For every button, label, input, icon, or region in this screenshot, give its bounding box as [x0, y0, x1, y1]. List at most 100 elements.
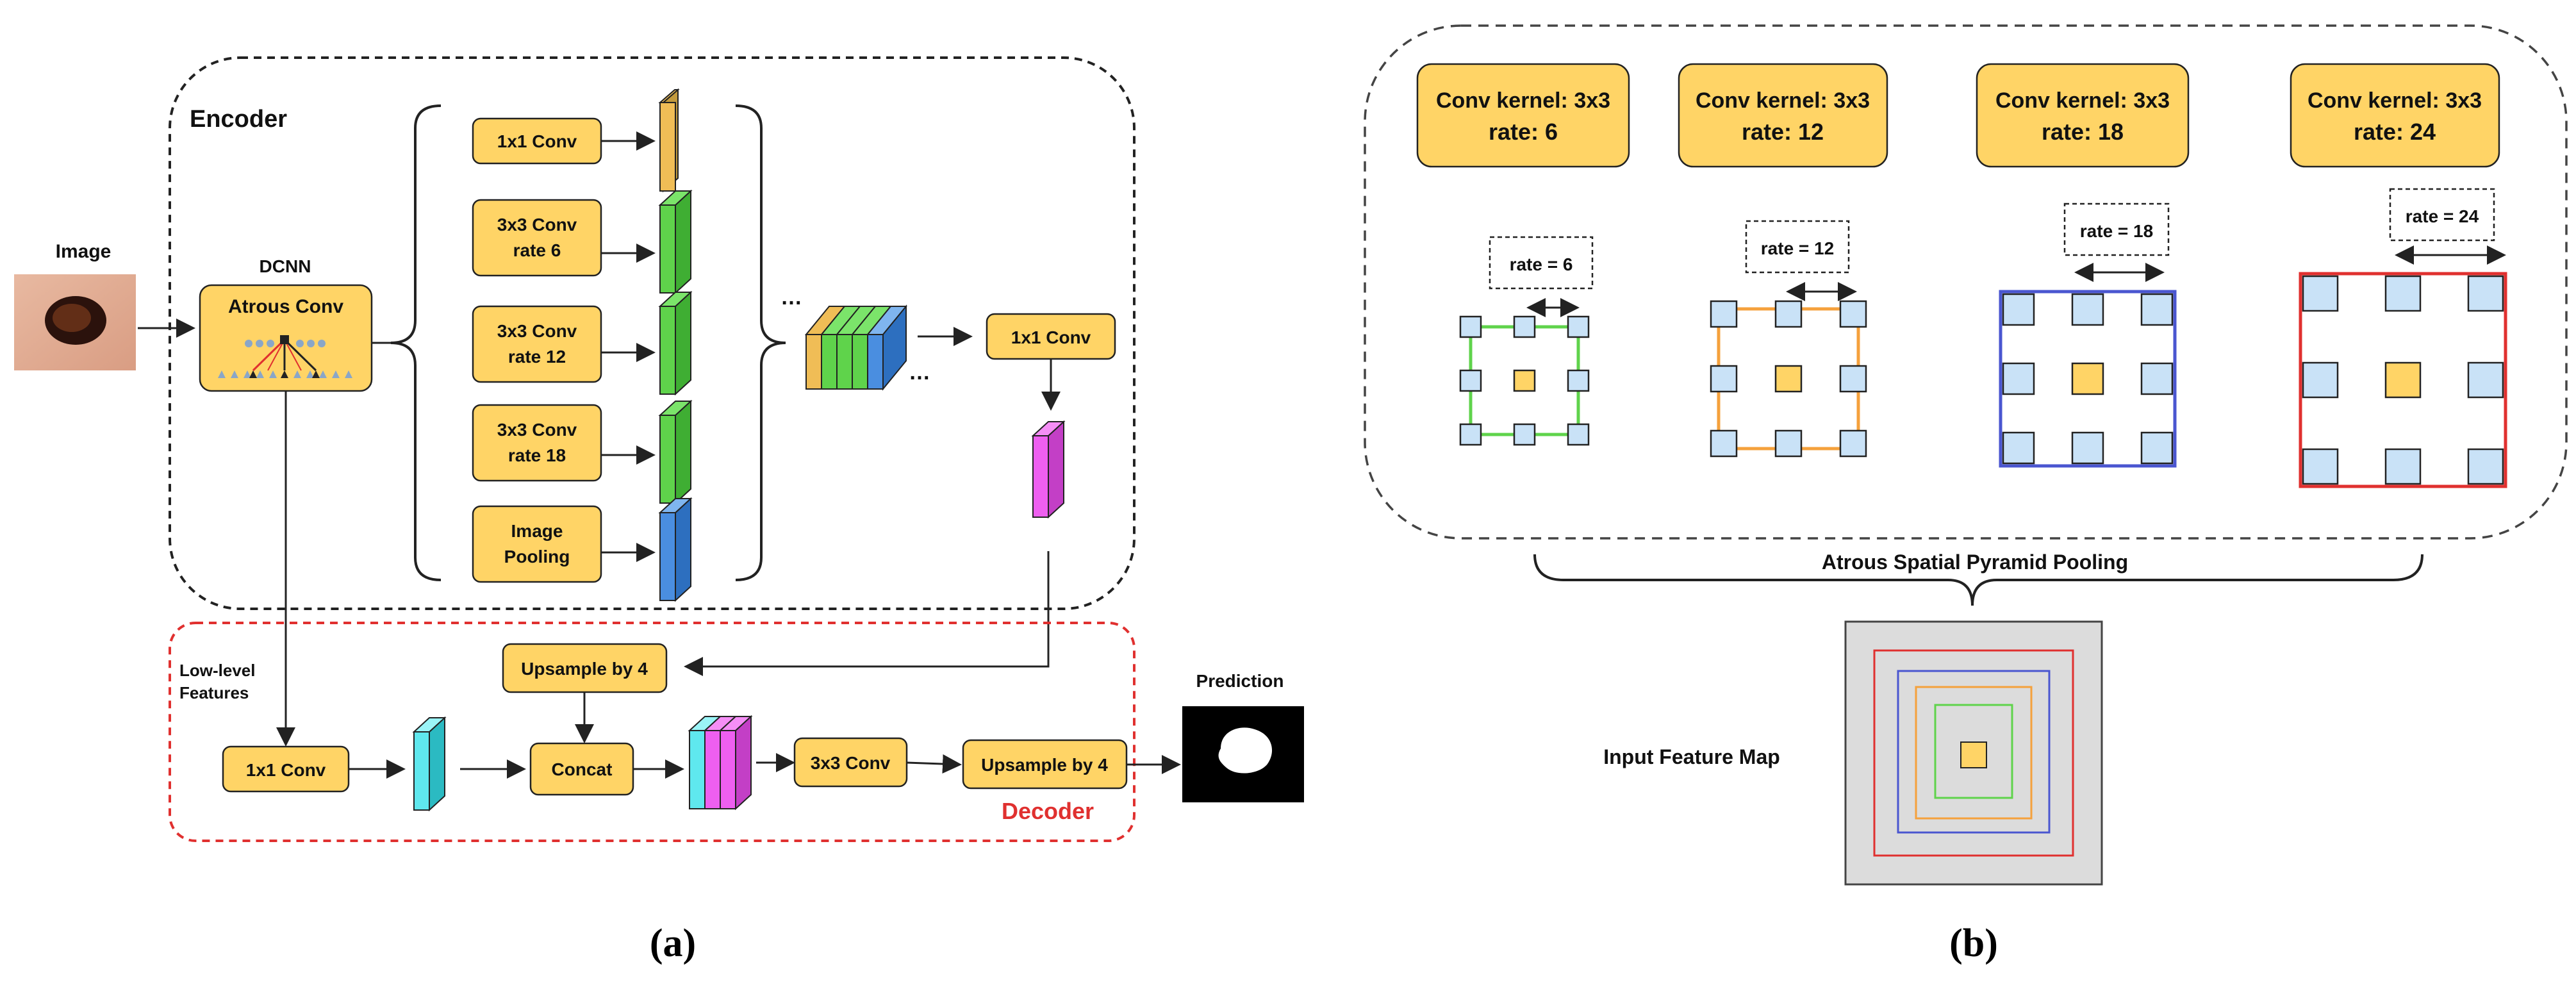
kernel-1-center-cell	[1513, 369, 1536, 392]
aspp-brace	[1533, 554, 2423, 606]
kernel-3-cell	[2140, 293, 2174, 326]
kernel-2-cell	[1839, 429, 1867, 458]
rate-18-label-box	[2063, 203, 2170, 256]
caption-b: (b)	[1949, 922, 1998, 965]
kernel-4-cell	[2302, 275, 2339, 312]
upsample-top-label: Upsample by 4	[521, 659, 648, 679]
atrous-conv-icon	[218, 335, 352, 378]
kernel-1-cell	[1567, 315, 1590, 338]
branch-rate18-box	[472, 404, 602, 482]
aspp-region	[1364, 24, 2568, 540]
kernel-3-cell	[2140, 362, 2174, 395]
kernel-2-cell	[1710, 365, 1738, 393]
dcnn-label: DCNN	[260, 256, 311, 276]
branch-right-brace	[735, 104, 786, 581]
kernel-header-4: Conv kernel: 3x3 rate: 24	[2290, 63, 2500, 168]
kernel-4-rate: rate: 24	[2354, 119, 2436, 145]
branch-2-feature-map	[658, 189, 693, 295]
rate-24-label-box	[2389, 188, 2495, 242]
kernel-header-2: Conv kernel: 3x3 rate: 12	[1678, 63, 1888, 168]
kernel-header-3: Conv kernel: 3x3 rate: 18	[1976, 63, 2190, 168]
decoder-1x1-conv-label: 1x1 Conv	[246, 760, 326, 780]
branch-4-feature-map	[658, 399, 693, 505]
input-feature-map	[1844, 620, 2103, 886]
input-feature-map-label: Input Feature Map	[1603, 745, 1780, 768]
kernel-3-cell	[2002, 431, 2035, 465]
branch-pooling-line1: Image	[511, 521, 563, 541]
kernel-2-cell	[1774, 300, 1803, 328]
kernel-1-cell	[1459, 315, 1482, 338]
kernel-3-cell	[2140, 431, 2174, 465]
kernel-3-cell	[2071, 431, 2104, 465]
kernel-4-cell	[2467, 361, 2504, 399]
prediction-label: Prediction	[1196, 671, 1284, 691]
branch-rate12-line2: rate 12	[508, 347, 566, 367]
decoder-3x3-conv-label: 3x3 Conv	[811, 753, 891, 773]
kernel-3-rate: rate: 18	[2042, 119, 2124, 145]
branch-3-feature-map	[658, 290, 693, 396]
encoder-1x1-conv-label: 1x1 Conv	[1011, 327, 1091, 347]
prediction-mask-image	[1182, 706, 1304, 802]
concatenated-feature-stack	[804, 304, 908, 391]
decoder-region	[169, 622, 1135, 842]
kernel-1-cell	[1459, 369, 1482, 392]
input-skin-image	[14, 274, 136, 370]
decoder-3x3-conv-box	[793, 737, 908, 788]
rate-12-label-box	[1745, 220, 1850, 274]
kernel-1-rate: rate: 6	[1489, 119, 1558, 145]
branch-left-brace	[390, 104, 442, 581]
branch-rate6-line2: rate 6	[513, 240, 561, 260]
branch-rate12-line1: 3x3 Conv	[497, 321, 577, 341]
kernel-4-cell	[2384, 275, 2422, 312]
branch-rate6-line1: 3x3 Conv	[497, 215, 577, 235]
conv3-to-upsample-arrow	[906, 754, 962, 774]
kernel-2-title: Conv kernel: 3x3	[1696, 88, 1870, 113]
kernel-4-cell	[2302, 448, 2339, 485]
kernel-grids	[1459, 272, 2507, 488]
kernel-4-cell	[2302, 361, 2339, 399]
kernel-4-title: Conv kernel: 3x3	[2308, 88, 2482, 113]
atrous-conv-label: Atrous Conv	[228, 296, 343, 317]
low-level-label-line2: Features	[179, 683, 249, 702]
decoder-concat-feature	[688, 715, 753, 811]
decoder-label: Decoder	[1002, 798, 1094, 824]
branch-pooling-box	[472, 505, 602, 583]
kernel-3-cell	[2071, 293, 2104, 326]
low-level-label-line1: Low-level	[179, 661, 255, 680]
branch-1-feature-map	[658, 88, 680, 193]
kernel-4-cell	[2467, 448, 2504, 485]
kernel-2-center-cell	[1774, 365, 1803, 393]
branch-rate12-box	[472, 305, 602, 383]
kernel-4-cell	[2384, 448, 2422, 485]
kernel-1-title: Conv kernel: 3x3	[1436, 88, 1610, 113]
kernel-header-1: Conv kernel: 3x3 rate: 6	[1416, 63, 1630, 168]
branch-pooling-line2: Pooling	[504, 547, 570, 567]
rate-24-label: rate = 24	[2406, 206, 2479, 226]
stack-ellipsis-top: …	[780, 285, 802, 310]
branch-5-feature-map	[658, 497, 693, 602]
rate-18-label: rate = 18	[2080, 221, 2153, 241]
kernel-3-title: Conv kernel: 3x3	[1995, 88, 2170, 113]
encoder-label: Encoder	[190, 106, 287, 133]
kernel-2-cell	[1839, 300, 1867, 328]
kernel-2-cell	[1710, 429, 1738, 458]
branch-rate6-box	[472, 199, 602, 277]
kernel-1-cell	[1567, 423, 1590, 446]
rate-6-label-box	[1489, 236, 1594, 290]
kernel-2-cell	[1839, 365, 1867, 393]
panel-b: Conv kernel: 3x3 rate: 6 Conv kernel: 3x…	[1364, 24, 2568, 965]
kernel-3-cell	[2002, 362, 2035, 395]
lowlevel-feature-map	[412, 716, 447, 812]
kernel-2-rate: rate: 12	[1742, 119, 1824, 145]
branch-rate18-line2: rate 18	[508, 445, 566, 465]
kernel-2-cell	[1710, 300, 1738, 328]
kernel-4-center-cell	[2384, 361, 2422, 399]
kernel-4-cell	[2467, 275, 2504, 312]
rate-6-label: rate = 6	[1510, 254, 1573, 274]
kernel-3-cell	[2002, 293, 2035, 326]
rate-12-label: rate = 12	[1761, 238, 1834, 258]
panel-a: Image Encoder DCNN Atrous Conv	[14, 56, 1304, 965]
kernel-1-cell	[1513, 315, 1536, 338]
kernel-2-cell	[1774, 429, 1803, 458]
